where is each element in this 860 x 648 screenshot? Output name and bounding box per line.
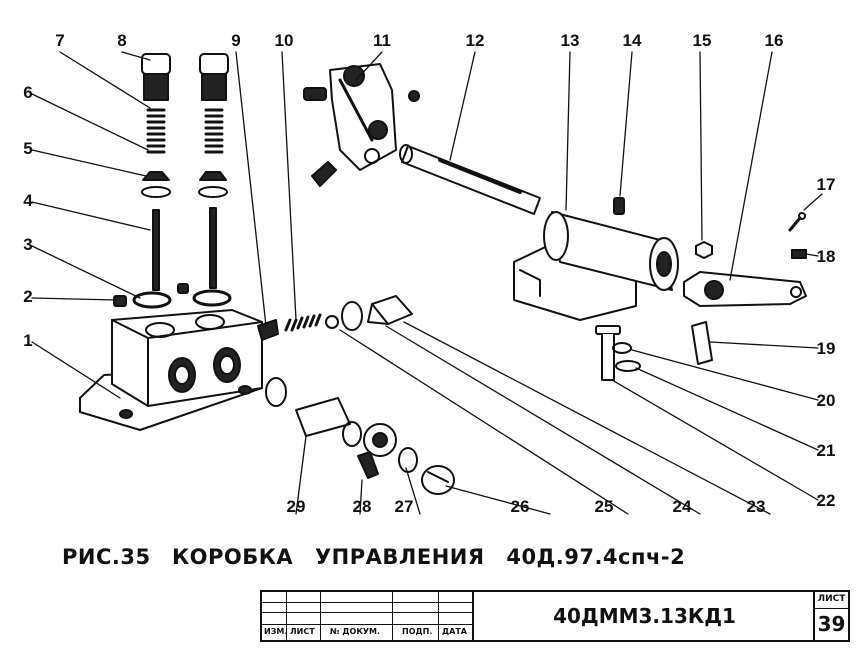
sheet-label: ЛИСТ — [817, 594, 846, 604]
callout-18: 18 — [817, 247, 836, 266]
part-fitting-29 — [265, 377, 351, 437]
document-code: 40ДММ3.13КД1 — [553, 604, 736, 628]
callout-12: 12 — [466, 31, 485, 50]
part-nipple-14 — [613, 197, 625, 215]
callout-9: 9 — [231, 31, 240, 50]
valve-stack-right — [192, 53, 232, 307]
callout-19: 19 — [817, 339, 836, 358]
part-bolt-18 — [791, 249, 807, 259]
part-pin-17 — [788, 212, 806, 232]
callout-5: 5 — [23, 139, 32, 158]
callout-26: 26 — [511, 497, 530, 516]
leader-lines — [31, 51, 823, 515]
part-banjo-28 — [342, 421, 418, 479]
part-housing-1 — [79, 309, 263, 431]
sheet-number: 39 — [817, 612, 846, 636]
part-bolt-23 — [595, 325, 621, 381]
callout-4: 4 — [23, 191, 33, 210]
revision-grid: ИЗМ. ЛИСТ № ДОКУМ. ПОДП. ДАТА — [262, 592, 474, 640]
callout-23: 23 — [747, 497, 766, 516]
callout-24: 24 — [673, 497, 692, 516]
part-washers-20-21 — [612, 342, 641, 372]
col-label-date: ДАТА — [442, 627, 467, 636]
callout-14: 14 — [623, 31, 642, 50]
figure-title: КОРОБКА УПРАВЛЕНИЯ 40Д.97.4спч-2 — [172, 545, 686, 569]
callout-10: 10 — [275, 31, 294, 50]
callout-25: 25 — [595, 497, 614, 516]
valve-stack-left — [132, 53, 172, 309]
figure-label: РИС.35 — [62, 545, 151, 569]
callout-7: 7 — [55, 31, 64, 50]
callout-29: 29 — [287, 497, 306, 516]
callout-11: 11 — [373, 31, 391, 50]
part-lever-11 — [303, 63, 420, 187]
part-pin-19 — [691, 321, 713, 365]
callout-16: 16 — [765, 31, 784, 50]
sheet-box: ЛИСТ 39 — [813, 592, 848, 640]
callout-20: 20 — [817, 391, 836, 410]
part-oring-25 — [341, 301, 363, 331]
callout-17: 17 — [817, 175, 836, 194]
part-body-13 — [513, 211, 679, 321]
title-block: ИЗМ. ЛИСТ № ДОКУМ. ПОДП. ДАТА 40ДММ3.13К… — [260, 590, 850, 642]
part-arm-16 — [683, 271, 807, 307]
col-label-list: ЛИСТ — [290, 627, 315, 636]
part-plug-2 — [113, 283, 189, 307]
callout-2: 2 — [23, 287, 32, 306]
col-label-izm: ИЗМ. — [264, 627, 288, 636]
callout-8: 8 — [117, 31, 126, 50]
callout-21: 21 — [817, 441, 836, 460]
col-label-sign: ПОДП. — [402, 627, 433, 636]
part-cap-26 — [421, 465, 455, 495]
part-shaft-12 — [399, 144, 541, 215]
callout-6: 6 — [23, 83, 32, 102]
callout-22: 22 — [817, 491, 836, 510]
part-nut-15 — [695, 241, 713, 259]
part-fitting-24 — [367, 295, 413, 325]
exploded-parts-drawing: 1 2 3 4 5 6 7 8 9 10 11 12 13 14 15 16 1… — [23, 31, 835, 516]
callout-13: 13 — [561, 31, 580, 50]
col-label-doc: № ДОКУМ. — [330, 627, 381, 636]
part-screw-9 — [257, 319, 279, 341]
part-spring-10 — [284, 313, 339, 332]
callout-1: 1 — [23, 331, 32, 350]
callout-28: 28 — [353, 497, 372, 516]
callout-3: 3 — [23, 235, 32, 254]
callout-27: 27 — [395, 497, 414, 516]
callout-15: 15 — [693, 31, 712, 50]
callout-numbers: 1 2 3 4 5 6 7 8 9 10 11 12 13 14 15 16 1… — [23, 31, 835, 516]
